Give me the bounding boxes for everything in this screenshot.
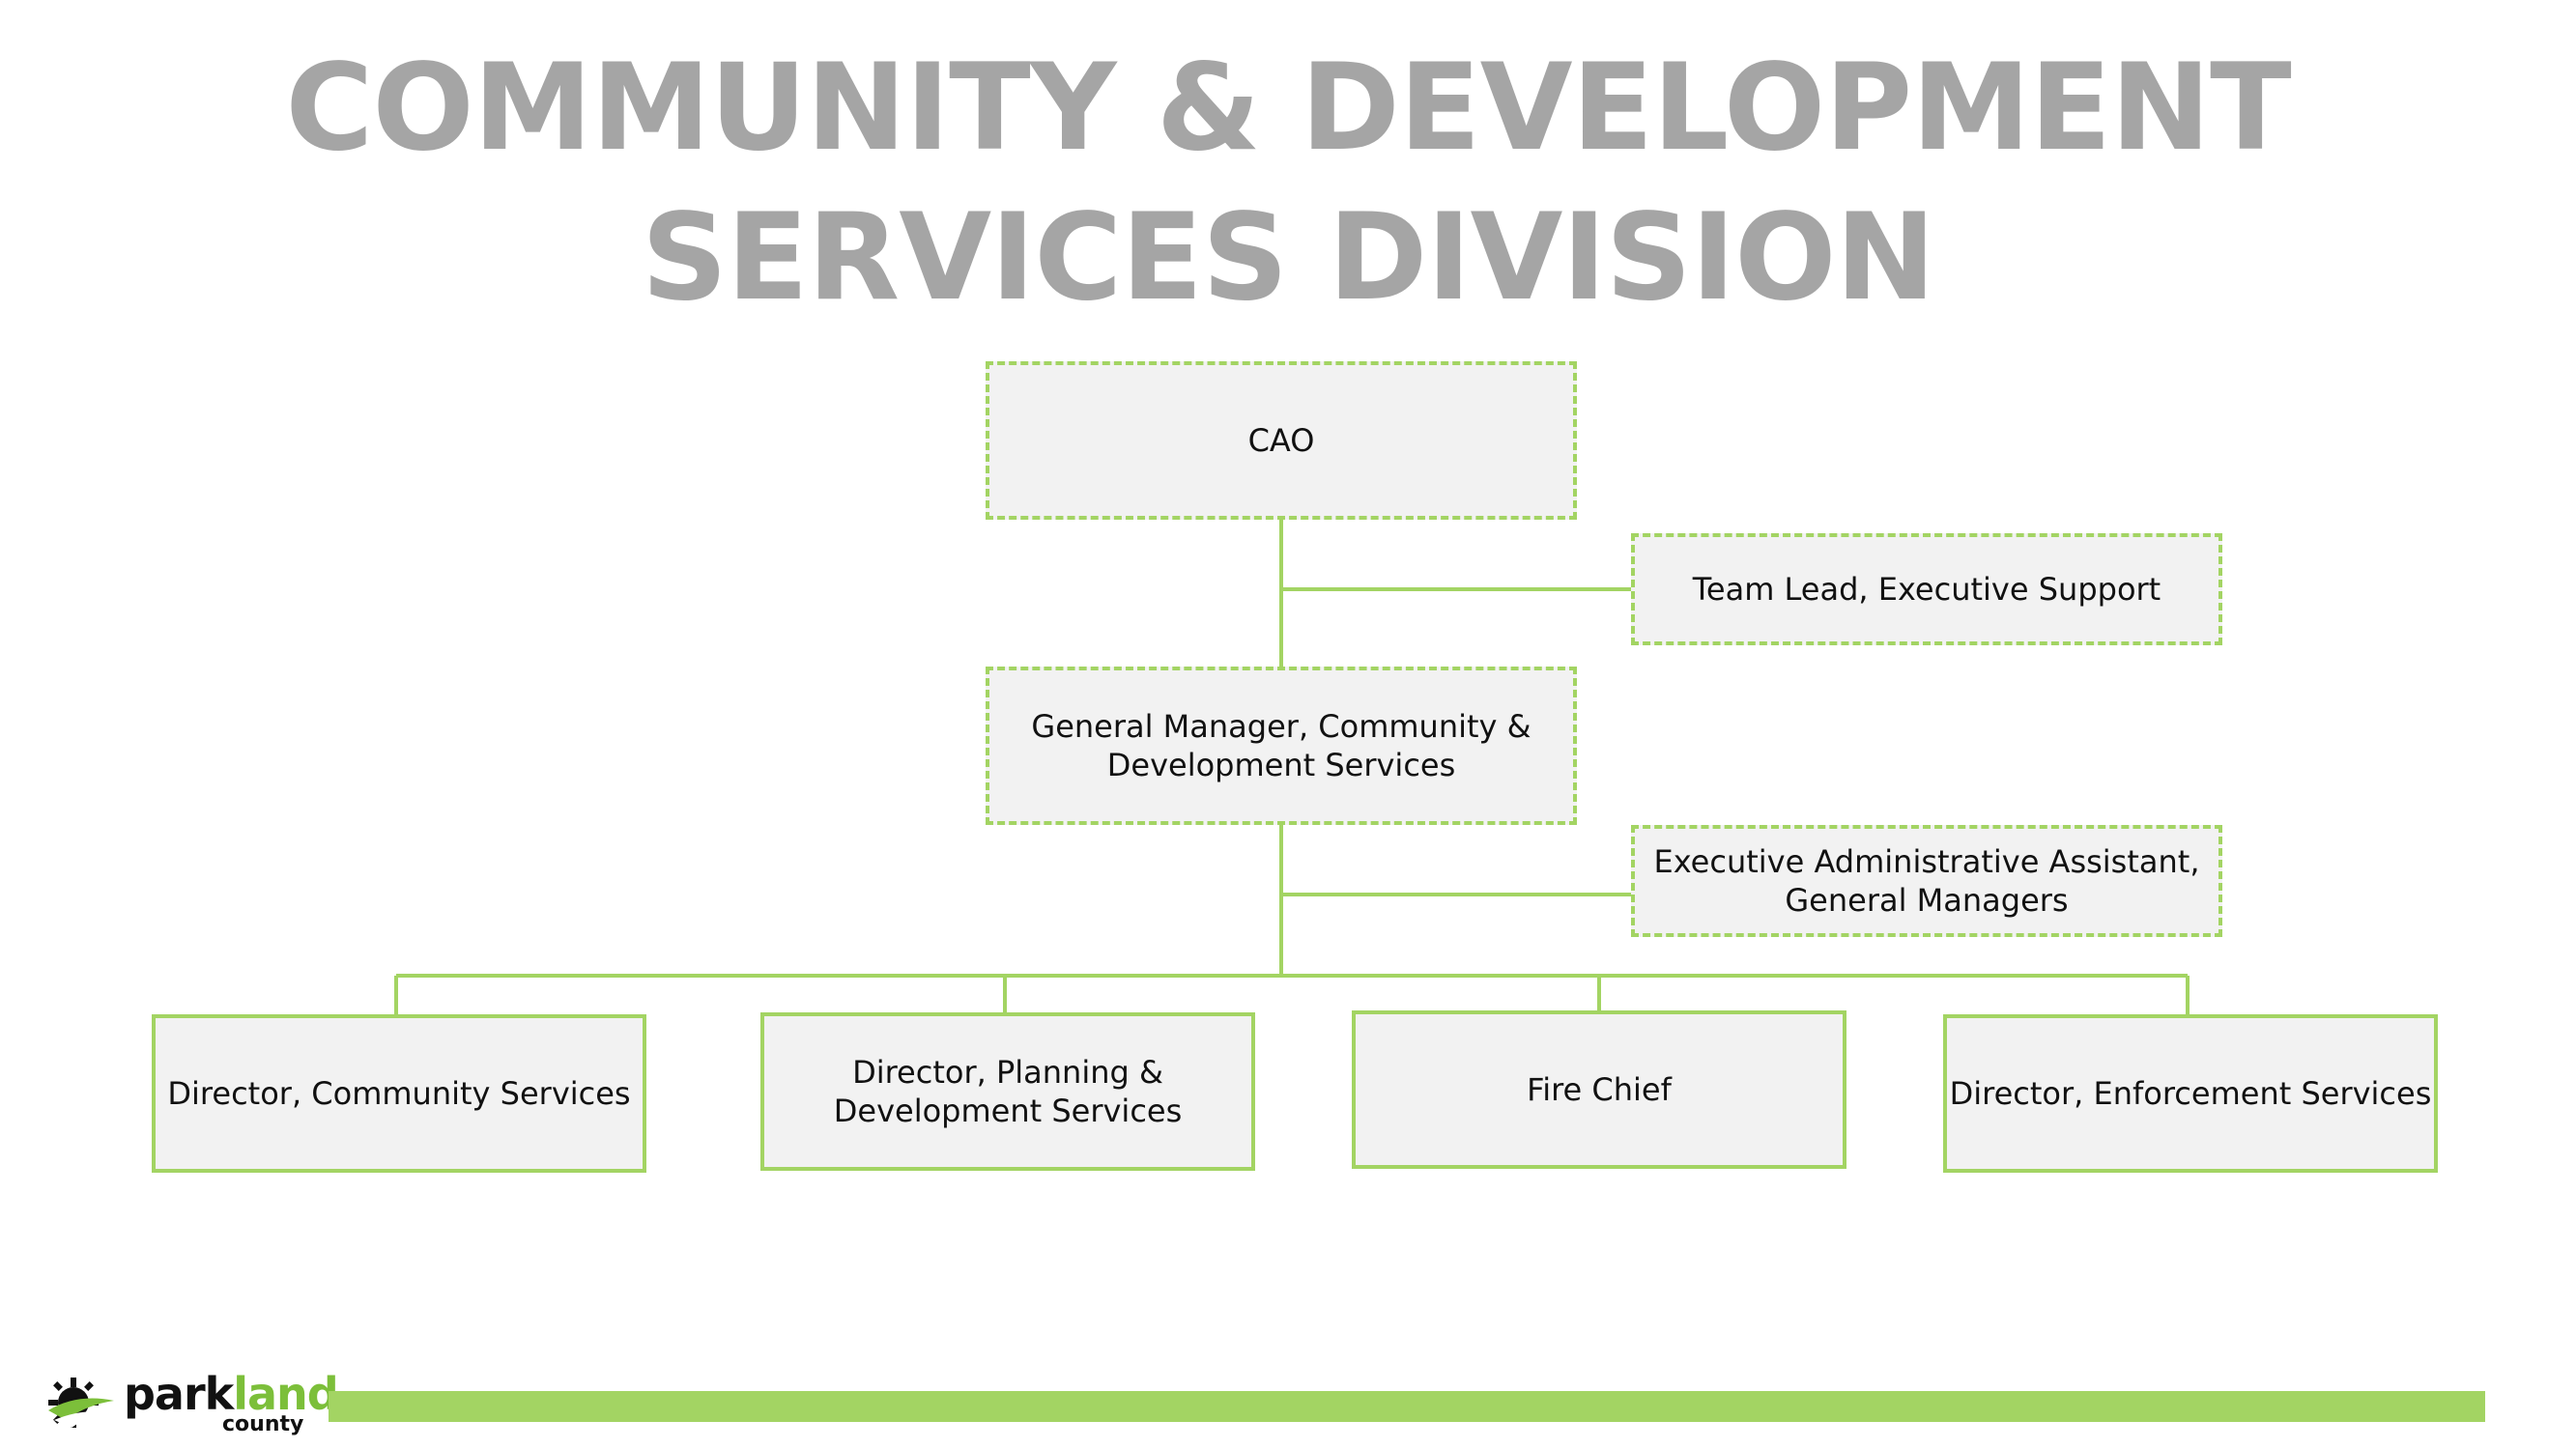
org-node-general-manager: General Manager, Community & Development…: [986, 667, 1577, 825]
parkland-county-logo: parkland county: [44, 1372, 339, 1439]
org-node-label: Executive Administrative Assistant, Gene…: [1653, 843, 2200, 919]
org-node-label: Director, Community Services: [167, 1075, 631, 1112]
org-node-director-enforcement: Director, Enforcement Services: [1943, 1014, 2438, 1173]
org-node-director-planning: Director, Planning & Development Service…: [760, 1012, 1255, 1171]
parkland-county-logo-icon: [48, 1378, 114, 1428]
org-node-cao: CAO: [986, 361, 1577, 520]
page-title-line-2: SERVICES DIVISION: [641, 188, 1936, 327]
org-node-team-lead: Team Lead, Executive Support: [1631, 533, 2222, 645]
logo-subtext: county: [222, 1412, 304, 1436]
logo-word-park: park: [124, 1368, 234, 1420]
org-node-label: Fire Chief: [1527, 1071, 1672, 1108]
footer-accent-bar: [329, 1391, 2485, 1422]
org-node-label: General Manager, Community & Development…: [1031, 708, 1531, 783]
logo-word-land: land: [233, 1368, 338, 1420]
org-node-label: Team Lead, Executive Support: [1692, 571, 2161, 608]
org-node-label: Director, Planning & Development Service…: [833, 1054, 1183, 1129]
org-node-exec-admin: Executive Administrative Assistant, Gene…: [1631, 825, 2222, 937]
org-node-director-community: Director, Community Services: [152, 1014, 646, 1173]
org-node-fire-chief: Fire Chief: [1352, 1010, 1846, 1169]
org-node-label: CAO: [1247, 422, 1315, 459]
logo-wordmark: parkland: [124, 1372, 339, 1416]
org-node-label: Director, Enforcement Services: [1949, 1075, 2432, 1112]
page-title-line-1: COMMUNITY & DEVELOPMENT: [285, 39, 2291, 178]
